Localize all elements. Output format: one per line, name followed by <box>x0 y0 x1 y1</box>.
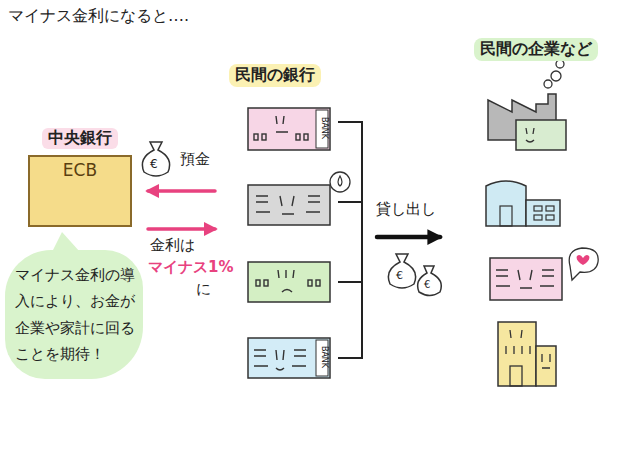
connector-arrow <box>377 235 440 240</box>
bank-building <box>248 262 330 302</box>
money-bag <box>388 254 441 296</box>
bank-group: 民間の銀行 <box>225 64 377 390</box>
bank-building <box>248 108 330 150</box>
text-label: に <box>196 282 211 297</box>
shop <box>490 248 598 300</box>
office-building <box>486 181 560 226</box>
box-label: ECB <box>30 157 130 180</box>
central-bank: 中央銀行 ECB <box>28 128 132 227</box>
edge-label: 貸し出し <box>374 200 438 219</box>
bracket <box>338 122 362 358</box>
text-label: マイナス1% <box>148 260 233 275</box>
edge-label: 預金 <box>178 150 212 169</box>
text-label: BANK <box>320 117 328 139</box>
callout-tail <box>52 232 80 252</box>
connector-arrow <box>148 189 215 193</box>
text-label: € <box>424 280 430 290</box>
text-label: € <box>396 270 403 281</box>
note-bubble: マイナス金利の導入により、お金が企業や家計に回ることを期待！ <box>5 250 143 379</box>
text-label: BANK <box>320 346 328 368</box>
bank-building <box>248 172 350 225</box>
bank-building <box>248 338 330 378</box>
ecb-box: ECB <box>28 155 132 227</box>
connector-arrow <box>148 227 215 231</box>
title: マイナス金利になると…. <box>8 6 189 27</box>
factory <box>488 60 566 150</box>
heading: 民間の企業など <box>474 38 598 61</box>
note-text: マイナス金利の導入により、お金が企業や家計に回ることを期待！ <box>15 262 137 367</box>
tower-building <box>498 322 556 386</box>
text-label: 金利は <box>150 238 195 253</box>
company-group: 民間の企業など <box>466 38 624 394</box>
heading: 中央銀行 <box>42 128 118 149</box>
text-label: € <box>150 158 158 170</box>
money-bag <box>142 142 169 176</box>
heading: 民間の銀行 <box>229 64 321 87</box>
